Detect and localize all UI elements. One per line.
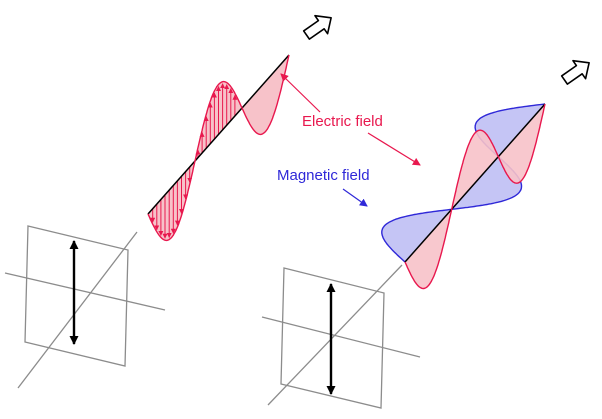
right-frame-horizontal-axis — [261, 316, 421, 358]
labels: Electric field Magnetic field — [277, 73, 421, 207]
right-electric-wave-fill — [405, 104, 545, 289]
right-propagation-axis — [404, 103, 546, 263]
right-frame-plane — [280, 267, 385, 409]
left-propagation-axis — [147, 54, 290, 215]
magnetic-field-label: Magnetic field — [277, 167, 370, 184]
left-frame-horizontal-axis — [4, 272, 166, 311]
right-magnetic-wave-fill — [381, 104, 545, 262]
electric-field-label: Electric field — [302, 113, 383, 130]
right-magnetic-wave — [381, 103, 546, 263]
electric-field-pointer-lower — [367, 132, 421, 166]
left-electric-wave-curve — [147, 54, 290, 242]
left-scene — [4, 14, 332, 389]
left-electric-wave — [147, 54, 290, 242]
magnetic-field-pointer — [342, 188, 368, 207]
right-electric-wave-curve — [404, 103, 546, 290]
hollow-arrow-icon — [302, 14, 332, 40]
left-field-vectors — [150, 83, 238, 239]
electric-field-pointer-upper — [280, 73, 321, 113]
left-frame-plane — [24, 225, 129, 367]
left-electric-wave-fill — [148, 55, 289, 241]
left-frame-depth-axis — [17, 231, 138, 389]
right-electric-wave — [404, 103, 546, 290]
right-scene — [261, 59, 590, 409]
right-reference-frame — [261, 264, 421, 409]
left-reference-frame — [4, 225, 166, 389]
right-frame-depth-axis — [267, 264, 403, 406]
hollow-arrow-icon — [560, 59, 590, 85]
right-magnetic-wave-curve — [381, 103, 546, 263]
